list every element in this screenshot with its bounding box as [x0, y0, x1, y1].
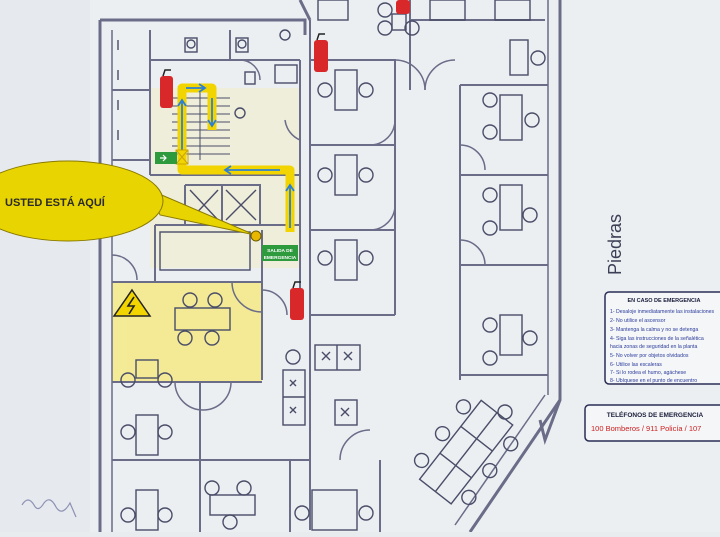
instructions-title: EN CASO DE EMERGENCIA — [627, 298, 700, 304]
exit-sign-icon — [155, 152, 177, 164]
emergency-instructions-box: EN CASO DE EMERGENCIA 1- Desaloje inmedi… — [604, 291, 720, 385]
you-are-here-callout: USTED ESTÁ AQUÍ — [0, 160, 262, 242]
office-furniture — [117, 0, 546, 531]
instruction-item: hacia zonas de seguridad en la planta — [610, 344, 698, 350]
instruction-item: 2- No utilice el ascensor — [610, 318, 666, 324]
instruction-item: 1- Desaloje inmediatamente las instalaci… — [610, 309, 715, 315]
fire-extinguisher-icon — [396, 0, 410, 14]
instruction-item: 3- Mantenga la calma y no se detenga — [610, 327, 698, 333]
instruction-item: 7- Si lo rodea el humo, agáchese — [610, 370, 686, 376]
phones-numbers: 100 Bomberos / 911 Policía / 107 — [591, 424, 701, 433]
instruction-item: 8- Ubíquese en el punto de encuentro — [610, 378, 697, 384]
exit-sign-line1: SALIDA DE — [267, 248, 293, 254]
emergency-phones-box: TELÉFONOS DE EMERGENCIA 100 Bomberos / 9… — [584, 404, 720, 442]
street-name: Piedras — [605, 214, 625, 275]
route-arrow-icon — [177, 83, 295, 228]
fire-extinguisher-icon — [160, 69, 173, 108]
instruction-item: 6- Utilice las escaleras — [610, 362, 662, 368]
electric-hazard-icon — [112, 288, 152, 317]
handwritten-scribble — [21, 499, 77, 518]
door-swings — [111, 59, 486, 461]
instruction-item: 5- No volver por objetos olvidados — [610, 353, 689, 359]
phones-title: TELÉFONOS DE EMERGENCIA — [607, 410, 704, 419]
fire-extinguisher-icon — [314, 33, 328, 72]
emergency-exit-sign: SALIDA DE EMERGENCIA — [262, 245, 298, 261]
evacuation-route — [175, 83, 295, 232]
building-walls — [98, 0, 562, 533]
fire-extinguisher-icon — [290, 281, 304, 320]
exit-sign-line2: EMERGENCIA — [264, 255, 297, 261]
instruction-item: 4- Siga las instrucciones de la señaléti… — [610, 336, 704, 342]
you-are-here-label: USTED ESTÁ AQUÍ — [5, 196, 106, 209]
you-are-here-marker-icon — [250, 230, 262, 242]
